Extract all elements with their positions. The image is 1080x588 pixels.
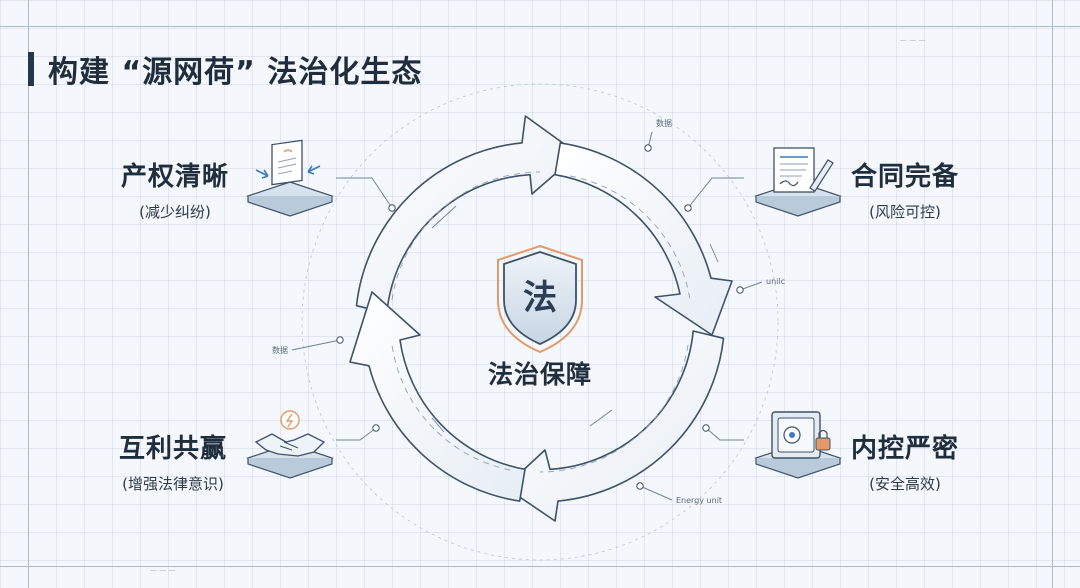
title-block: 构建 “源网荷” 法治化生态 <box>28 50 423 90</box>
outer-guide-circle <box>301 83 779 561</box>
annotation-bottom: Energy unit <box>676 496 722 505</box>
label-br: 内控严密 (安全高效) <box>840 428 970 494</box>
label-tl: 产权清晰 (减少纠纷) <box>110 156 240 222</box>
annotation-left: 数据 <box>272 345 288 355</box>
handshake-icon <box>246 410 334 479</box>
label-bl-main: 互利共赢 <box>118 434 227 464</box>
page-title: 构建 “源网荷” 法治化生态 <box>48 55 423 90</box>
frame-line-top <box>0 26 1080 27</box>
flow-arrow-tl <box>431 205 457 229</box>
inner-flow-lines <box>391 171 719 473</box>
frame-line-right <box>1052 0 1053 588</box>
label-tr-sub: (风险可控) <box>869 203 941 221</box>
label-bl: 互利共赢 (增强法律意识) <box>98 428 248 494</box>
label-bl-sub: (增强法律意识) <box>122 475 224 493</box>
center-label: 法治保障 <box>487 360 592 389</box>
frame-line-bottom <box>0 566 1080 567</box>
document-exchange-icon <box>246 139 334 217</box>
annotation-right: unilc <box>766 277 785 286</box>
annotation-top: 数据 <box>656 118 672 128</box>
margin-decoration-top: — — — <box>900 36 925 44</box>
label-tl-sub: (减少纠纷) <box>139 203 211 221</box>
label-br-sub: (安全高效) <box>869 475 941 493</box>
margin-decoration-bottom: — — — <box>150 566 175 574</box>
frame-line-left <box>28 0 29 588</box>
safe-lock-icon <box>754 411 842 479</box>
label-br-main: 内控严密 <box>850 434 959 464</box>
label-tr: 合同完备 (风险可控) <box>840 156 970 222</box>
contract-signing-icon <box>754 147 842 217</box>
title-accent-bar <box>28 52 34 86</box>
label-tr-main: 合同完备 <box>850 162 959 192</box>
label-tl-main: 产权清晰 <box>120 162 229 192</box>
ring-arrow-left <box>349 291 526 502</box>
shield-char: 法 <box>523 278 557 318</box>
shield-icon: 法 <box>497 244 583 354</box>
connector-nodes <box>336 144 744 490</box>
